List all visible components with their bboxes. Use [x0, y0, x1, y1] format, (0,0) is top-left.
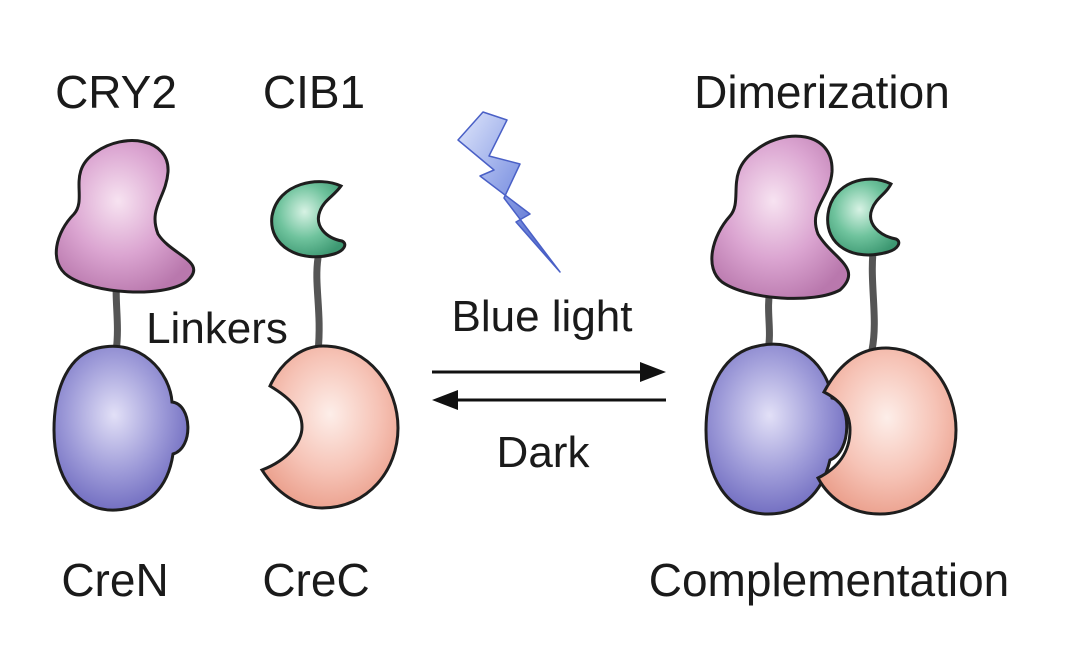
crec-protein: [259, 344, 400, 510]
dimer-cib1-protein: [826, 177, 901, 257]
crec-label: CreC: [262, 554, 369, 606]
complementation-label: Complementation: [649, 554, 1010, 606]
dimerization-label: Dimerization: [694, 66, 950, 118]
cry2-protein: [54, 139, 196, 294]
arrow-right-icon: [432, 362, 666, 382]
cib1-label: CIB1: [263, 66, 365, 118]
lightning-bolt-icon: [457, 111, 561, 273]
cren-label: CreN: [61, 554, 168, 606]
dark-label: Dark: [497, 428, 591, 477]
dimer-cib1-linker: [868, 248, 878, 354]
linkers-label: Linkers: [146, 304, 288, 353]
dimer-cry2-protein: [710, 134, 850, 300]
arrow-left-icon: [432, 390, 666, 410]
cren-protein: [52, 344, 190, 512]
cib1-protein: [270, 180, 347, 259]
cib1-crec-linker: [313, 254, 323, 356]
blue-light-label: Blue light: [451, 292, 632, 341]
dimer-crec-protein: [815, 346, 958, 516]
cry2-label: CRY2: [55, 66, 177, 118]
